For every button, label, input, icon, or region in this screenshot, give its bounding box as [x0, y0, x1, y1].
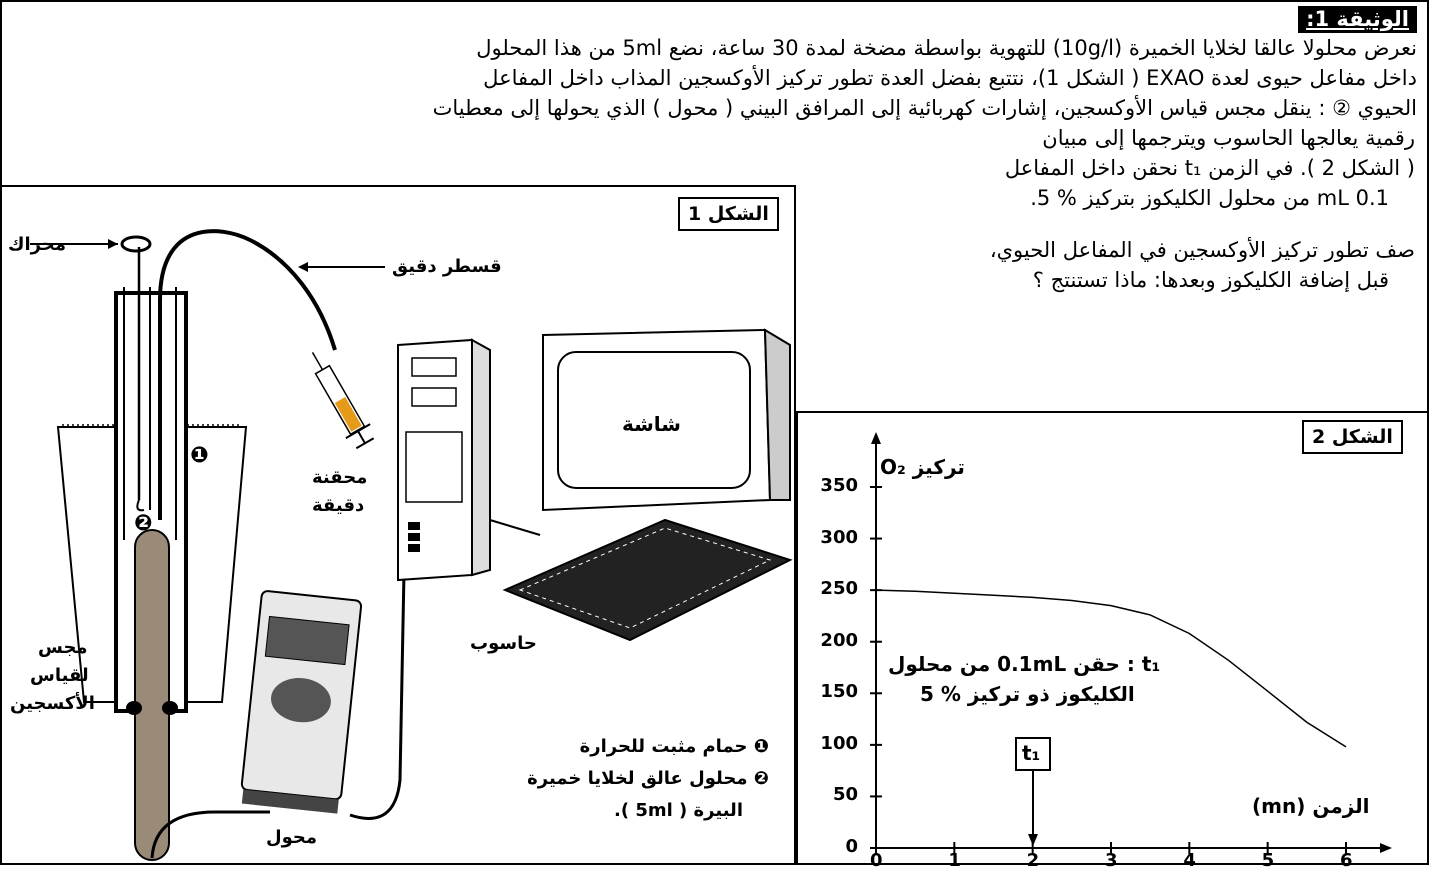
paragraph-line-7: صف تطور تركيز الأوكسجين في المفاعل الحيو…: [989, 238, 1415, 262]
x-tick-label: 1: [948, 850, 961, 871]
paragraph-line-3: الحيوي ② : ينقل مجس قياس الأوكسجين، إشار…: [432, 96, 1417, 120]
label-syringe-2: دقيقة: [312, 495, 365, 516]
keyboard: [502, 518, 793, 642]
x-axis-arrow: [1380, 843, 1392, 853]
stirrer-tip: [136, 499, 145, 512]
label-screen: شاشة: [622, 412, 681, 436]
probe-cable: [150, 810, 270, 859]
label-probe-2: لقياس: [30, 665, 89, 686]
paragraph-line-8: قبل إضافة الكليكوز وبعدها: ماذا تستنتج ؟: [1032, 268, 1389, 292]
monitor: [542, 328, 791, 512]
syringe: [311, 351, 375, 450]
label-probe-3: الأكسجين: [10, 693, 95, 714]
legend-2a: ❷ محلول عالق لخلايا خميرة: [527, 768, 769, 789]
apparatus-drawing: [30, 229, 793, 861]
y-tick-label: 200: [820, 629, 858, 651]
x-tick-label: 6: [1340, 850, 1353, 871]
converter-device: [240, 590, 363, 814]
marker-2: ❷: [134, 511, 153, 536]
label-converter: محول: [266, 827, 318, 848]
x-tick-label: 0: [870, 850, 883, 871]
y-tick-label: 150: [820, 681, 858, 703]
figure1-box: [0, 185, 796, 863]
label-catheter: قسطر دقيق: [392, 256, 502, 277]
y-axis-label: تركيز O₂: [880, 455, 965, 479]
annotation-line-1: t₁ : حقن 0.1mL من محلول: [888, 652, 1161, 676]
label-stirrer: محراك: [8, 234, 66, 255]
clamp-left: [126, 701, 142, 715]
t1-box-label: t₁: [1022, 741, 1041, 765]
figure2-box: [796, 411, 1427, 863]
annotation-line-2: الكليكوز ذو تركيز % 5: [920, 682, 1135, 706]
paragraph-line-6: 0.1 mL من محلول الكليكوز بتركيز % 5.: [1030, 186, 1389, 210]
y-tick-label: 50: [832, 784, 858, 806]
figure1-title: الشكل 1: [678, 197, 779, 231]
document-label: الوثيقة 1:: [1298, 6, 1417, 33]
x-tick-label: 5: [1261, 850, 1275, 871]
label-syringe-1: محقنة: [312, 467, 368, 488]
legend-2b: البيرة ( 5ml ).: [613, 800, 743, 821]
paragraph-line-5: ( الشكل 2 ). في الزمن t₁ نحقن داخل المفا…: [1004, 156, 1415, 180]
x-tick-label: 4: [1183, 850, 1196, 871]
paragraph-line-4: رقمية يعالجها الحاسوب ويترجمها إلى مبيان: [1042, 126, 1415, 150]
y-tick-label: 300: [820, 526, 858, 548]
computer-tower: [397, 338, 491, 582]
x-tick-label: 3: [1105, 850, 1118, 871]
marker-1: ❶: [190, 443, 209, 468]
x-axis-label: الزمن (mn): [1252, 794, 1370, 818]
x-tick-label: 2: [1026, 850, 1040, 871]
y-tick-label: 250: [820, 578, 858, 600]
y-tick-label: 350: [820, 475, 858, 496]
clamp-right: [162, 701, 178, 715]
figure2-title: الشكل 2: [1302, 420, 1403, 454]
oxygen-probe: [134, 529, 170, 861]
y-tick-label: 0: [845, 836, 858, 857]
legend-1: ❶ حمام مثبت للحرارة: [579, 736, 769, 757]
series-line: [875, 589, 1347, 748]
label-probe-1: مجس: [38, 637, 88, 658]
y-axis-arrow: [871, 432, 881, 444]
paragraph-line-2: داخل مفاعل حيوى لعدة EXAO ( الشكل 1)، نت…: [483, 66, 1417, 90]
label-computer: حاسوب: [470, 633, 537, 654]
y-tick-label: 100: [820, 732, 858, 754]
catheter-tube: [158, 229, 337, 520]
stirrer-handle: [120, 235, 152, 253]
paragraph-line-1: نعرض محلولا عالقا لخلايا الخميرة (10g/l)…: [476, 36, 1417, 60]
